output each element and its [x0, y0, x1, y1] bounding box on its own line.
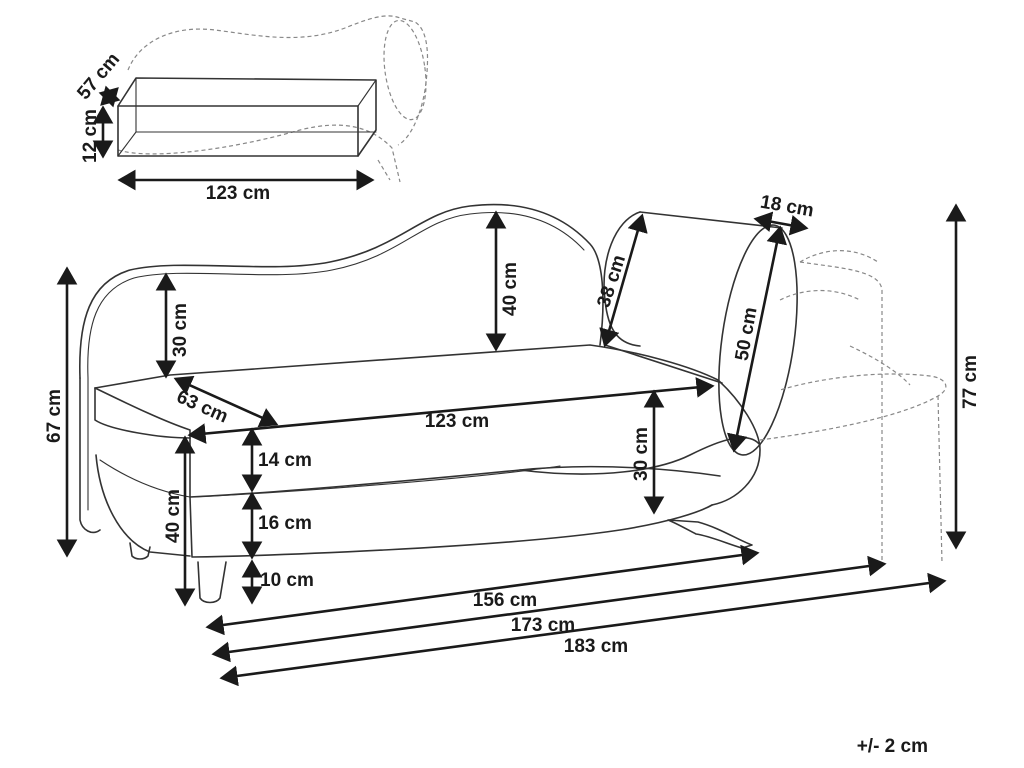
arrow-cushion-width — [599, 213, 648, 348]
label-seat-height: 40 cm — [163, 489, 184, 543]
label-arm-height: 30 cm — [170, 303, 191, 357]
roll-cushion — [603, 211, 798, 456]
label-cushion-depth: 18 cm — [759, 192, 816, 222]
label-length-156: 156 cm — [473, 590, 537, 611]
label-box-height: 12 cm — [80, 109, 101, 163]
arrow-seat-width — [187, 377, 715, 444]
arrow-length-173 — [211, 555, 887, 663]
arrow-cushion-depth — [753, 211, 809, 236]
label-total-height-right: 77 cm — [960, 355, 981, 409]
arrow-box-depth — [98, 85, 121, 108]
label-box-depth: 57 cm — [73, 49, 124, 104]
arrow-cushion-length — [726, 225, 788, 453]
dimension-arrows — [56, 85, 967, 687]
label-right-arm-height: 30 cm — [631, 427, 652, 481]
label-box-width: 123 cm — [206, 183, 270, 204]
label-total-height-left: 67 cm — [44, 389, 65, 443]
arrow-length-183 — [219, 572, 947, 687]
storage-box-inset — [117, 15, 429, 183]
label-cushion-length: 50 cm — [732, 306, 762, 363]
label-leg-height: 10 cm — [260, 570, 314, 591]
label-length-173: 173 cm — [511, 615, 575, 636]
tolerance-note: +/- 2 cm — [856, 736, 928, 757]
label-back-height: 40 cm — [500, 262, 521, 316]
label-seat-depth: 63 cm — [173, 386, 231, 427]
label-base-height: 16 cm — [258, 513, 312, 534]
label-length-183: 183 cm — [564, 636, 628, 657]
label-seat-cushion: 14 cm — [258, 450, 312, 471]
label-seat-width: 123 cm — [425, 411, 489, 432]
